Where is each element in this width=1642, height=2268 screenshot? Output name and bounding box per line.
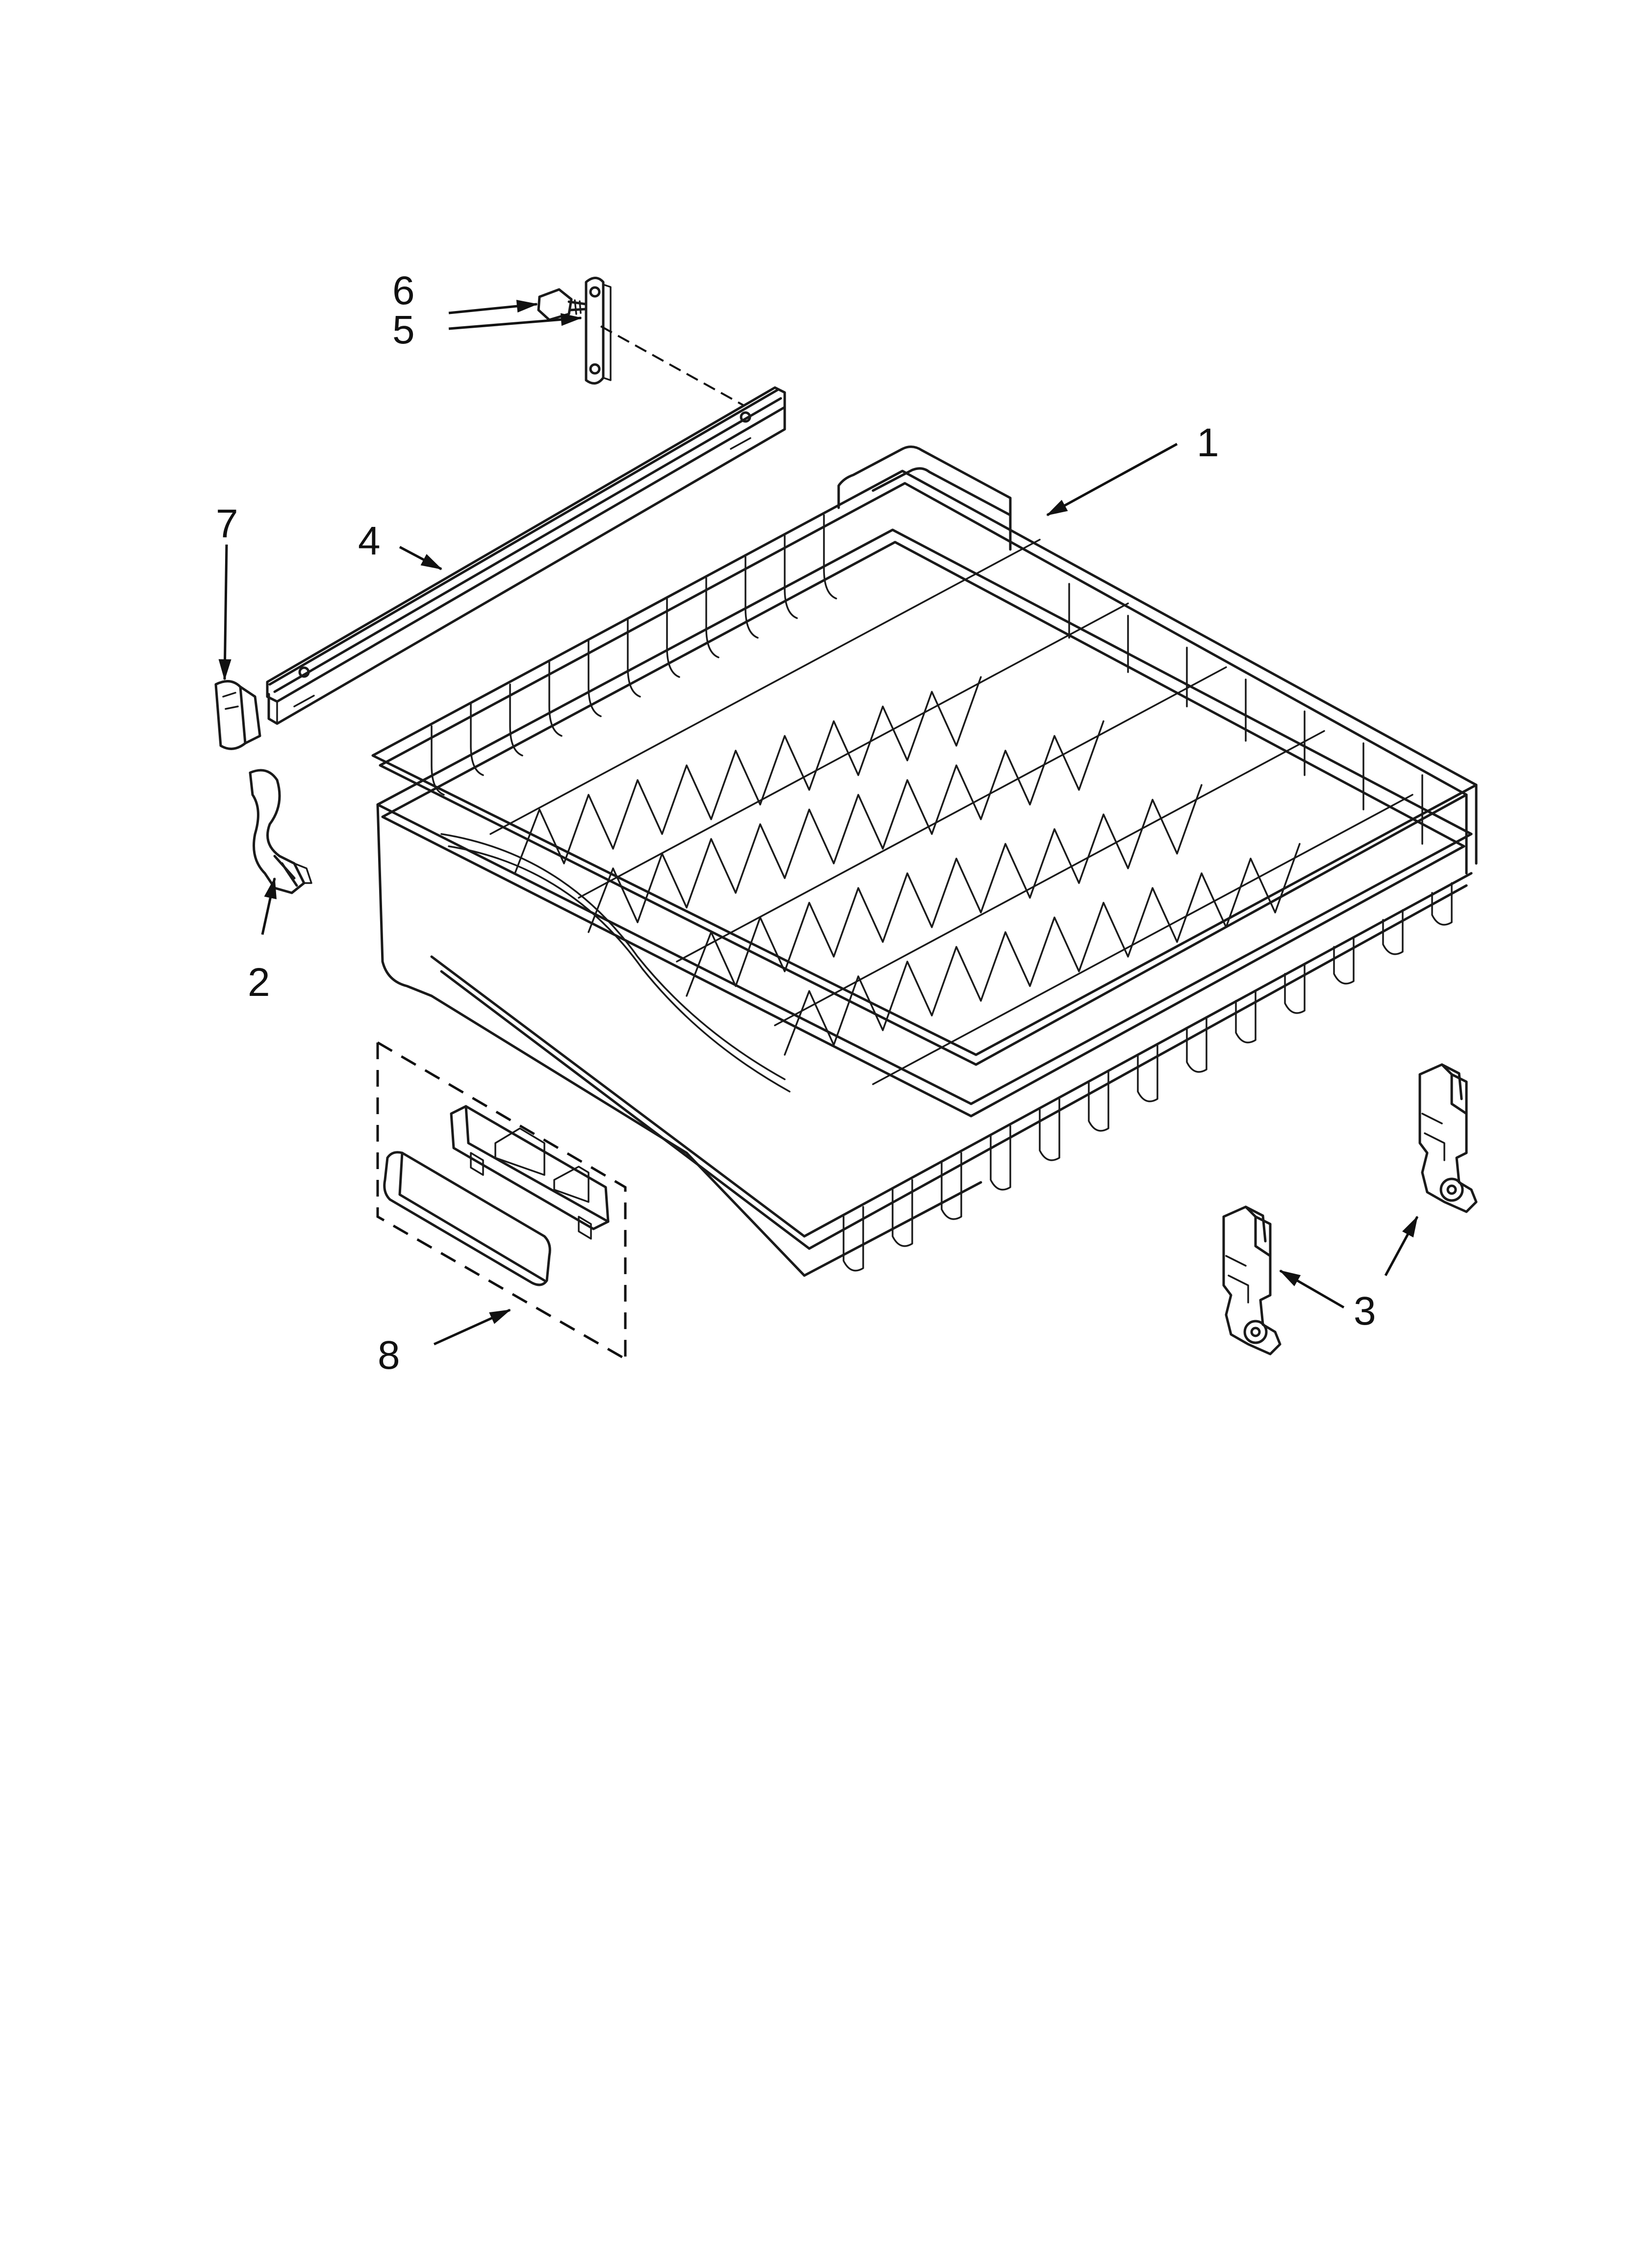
- callout-4: 4: [358, 519, 381, 563]
- leader-4: [399, 546, 442, 571]
- leader-3b: [1384, 1216, 1419, 1277]
- callout-7: 7: [216, 501, 238, 546]
- callout-2: 2: [248, 960, 270, 1005]
- leader-6: [448, 300, 539, 314]
- callout-6: 6: [392, 268, 415, 313]
- part-5-bracket: [585, 277, 612, 385]
- alignment-line: [600, 325, 761, 416]
- leader-8: [433, 1308, 511, 1346]
- leader-5: [448, 313, 583, 330]
- rack-tines-right: [1068, 583, 1423, 845]
- part-3-roller-right: [1418, 1063, 1478, 1213]
- leader-2: [261, 877, 277, 935]
- callout-8: 8: [378, 1333, 400, 1378]
- part-6-screw: [537, 288, 588, 321]
- part-3-roller-left: [1222, 1205, 1282, 1356]
- leader-lines: [218, 300, 1419, 1346]
- part-2-clip: [249, 769, 312, 894]
- callout-1: 1: [1197, 420, 1219, 465]
- leader-3a: [1279, 1269, 1345, 1309]
- rack-tines-front: [843, 882, 1453, 1272]
- rack-inner-tines: [440, 539, 1413, 1093]
- leader-1: [1046, 443, 1178, 517]
- callout-numbers: 1 2 3 4 5 6 7 8: [216, 268, 1376, 1378]
- part-8-handle: [376, 1041, 627, 1360]
- callout-3: 3: [1354, 1289, 1376, 1333]
- part-1-rack: [371, 445, 1478, 1277]
- part-7-end-cap: [214, 680, 261, 750]
- callout-5: 5: [392, 308, 415, 352]
- part-4-rail: [266, 386, 786, 725]
- rack-tines-back: [431, 514, 837, 796]
- leader-7: [218, 544, 231, 681]
